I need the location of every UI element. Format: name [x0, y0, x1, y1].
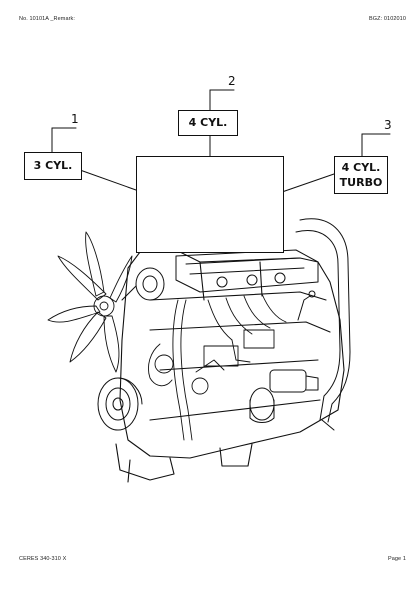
intake-pipe — [295, 218, 351, 431]
callout-label-4-cyl-turbo-line2: TURBO — [339, 176, 383, 189]
page-number: Page 1 — [387, 556, 406, 562]
dipstick — [297, 290, 316, 321]
bgz-code: BGZ: 0102010 — [369, 16, 406, 22]
fan-blades — [47, 231, 133, 373]
crank-pulley — [97, 377, 143, 431]
callout-label-4-cyl: 4 CYL. — [188, 116, 228, 129]
injector-lines — [203, 293, 287, 367]
callout-label-4-cyl-turbo-line1: 4 CYL. — [341, 161, 381, 174]
engine-block — [115, 247, 345, 483]
blank-image-panel — [136, 156, 284, 253]
callout-leader-2 — [209, 89, 235, 157]
cylinder-head — [175, 249, 319, 293]
oil-filter — [249, 387, 275, 423]
model-name: CERES 340-310 X — [19, 556, 67, 562]
callout-label-3-cyl: 3 CYL. — [33, 159, 73, 172]
alternator — [121, 267, 165, 301]
callout-leader-1 — [51, 127, 137, 191]
callout-number-3: 3 — [384, 118, 392, 132]
callout-number-2: 2 — [228, 74, 236, 88]
callout-box-4-cyl[interactable]: 4 CYL. — [178, 110, 238, 136]
callout-number-1: 1 — [71, 112, 79, 126]
document-number: No. 10101A _Remark: — [19, 16, 76, 22]
callout-box-3-cyl[interactable]: 3 CYL. — [24, 152, 82, 180]
oil-pipes — [148, 299, 225, 441]
starter-motor — [269, 369, 319, 393]
callout-box-4-cyl-turbo[interactable]: 4 CYL. TURBO — [334, 156, 388, 194]
callout-leader-3 — [281, 133, 391, 193]
